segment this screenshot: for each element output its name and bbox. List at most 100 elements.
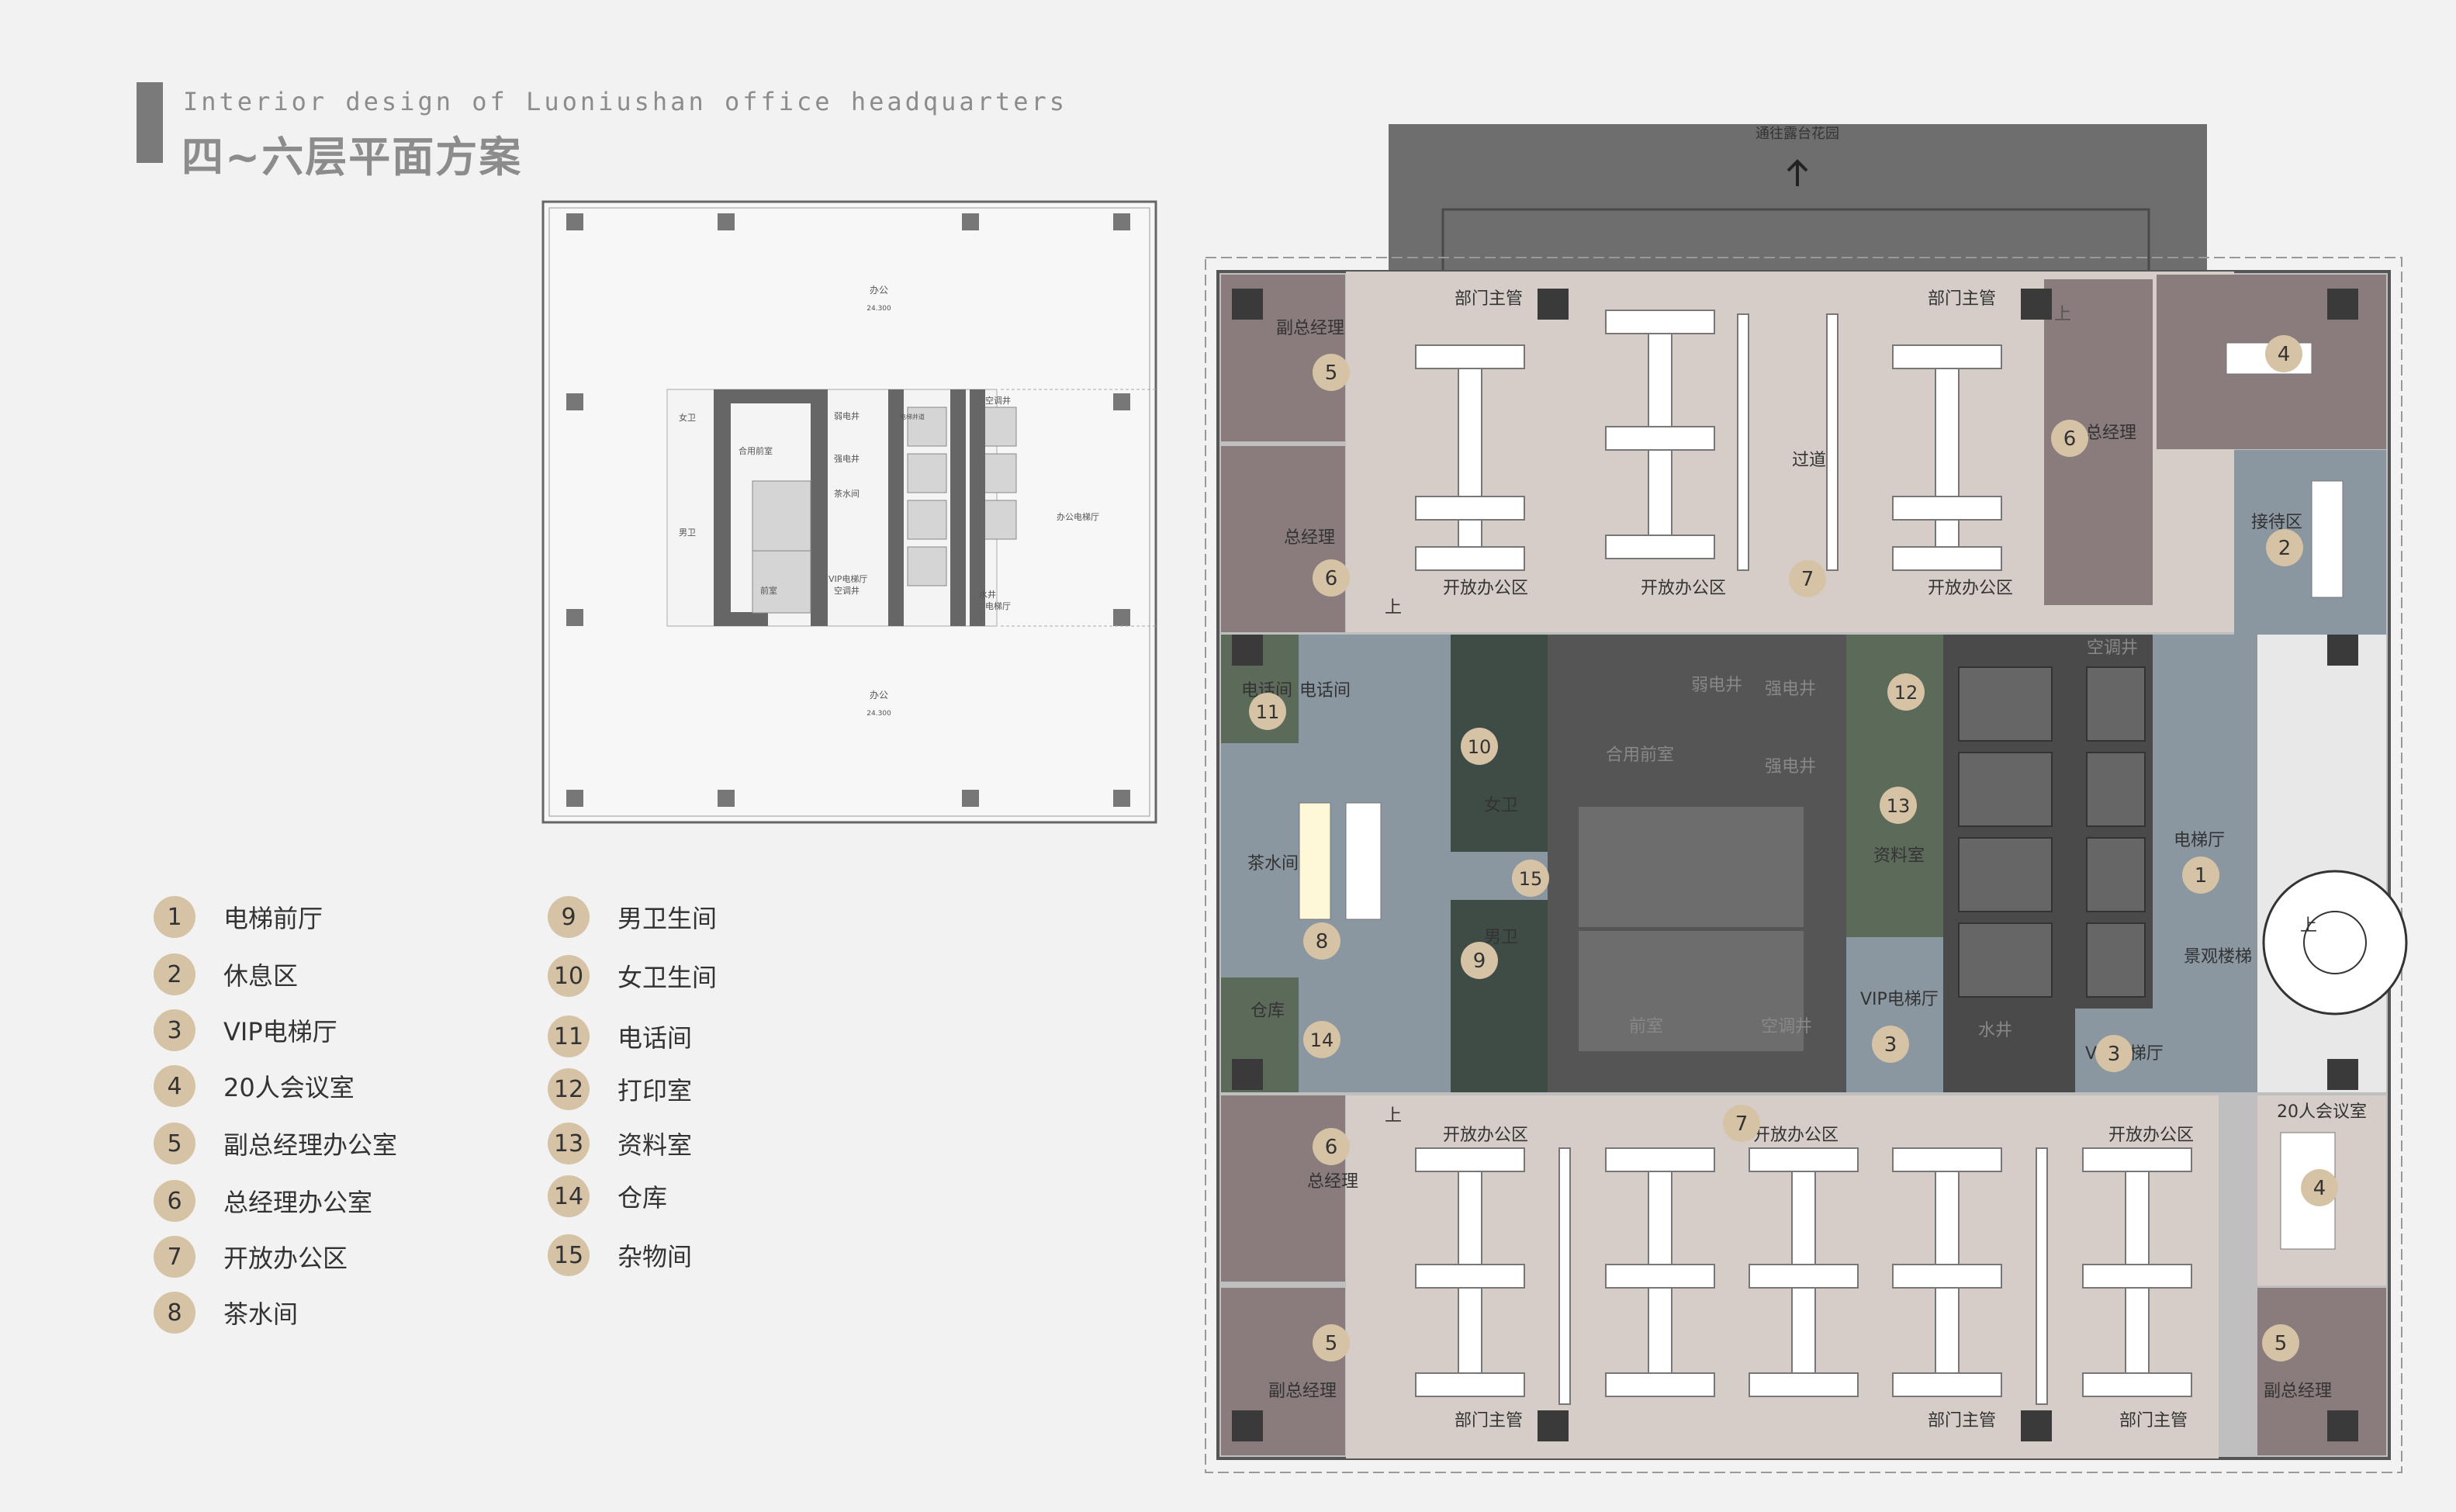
legend-item: 13 资料室 (548, 1120, 692, 1167)
label-ac-shaft-2: 空调井 (2087, 638, 2138, 658)
label-meeting-20: 20人会议室 (2277, 1102, 2367, 1122)
key-plan-room-shared-front: 合用前室 (739, 445, 773, 456)
key-plan-room-elevator-hall: 电梯厅 (985, 601, 1011, 611)
scenic-stair-void (2257, 635, 2386, 1092)
marker-5b: 5 (1313, 1324, 1350, 1361)
legend-item: 7 开放办公区 (154, 1233, 348, 1280)
stair-a (1579, 807, 1804, 927)
key-plan-room-weak-shaft: 弱电井 (834, 410, 860, 421)
marker-11: 11 (1249, 693, 1286, 730)
legend-number: 13 (548, 1123, 590, 1164)
label-women: 女卫 (1484, 796, 1518, 815)
label-dept-head-tl: 部门主管 (1455, 289, 1523, 309)
men-restroom (1451, 900, 1548, 1092)
marker-3b: 3 (2095, 1035, 2133, 1072)
label-records: 资料室 (1873, 846, 1925, 866)
svg-text:15: 15 (1519, 868, 1543, 890)
reception-sofa (2311, 480, 2344, 598)
svg-text:5: 5 (1325, 1332, 1338, 1355)
label-deputy-gm-br: 副总经理 (2264, 1382, 2332, 1401)
marker-8: 8 (1303, 922, 1340, 960)
marker-6c: 6 (1313, 1128, 1350, 1165)
legend-label: 副总经理办公室 (223, 1130, 398, 1160)
legend-number: 7 (154, 1236, 195, 1278)
legend-label: 开放办公区 (223, 1244, 348, 1273)
legend-number: 10 (548, 955, 590, 997)
label-deputy-gm-tl: 副总经理 (1276, 319, 1344, 338)
title-accent-bar (137, 82, 163, 163)
svg-text:1: 1 (2195, 864, 2208, 887)
legend-label: 仓库 (617, 1183, 668, 1213)
label-phone-b: 电话间 (1299, 681, 1351, 701)
marker-4a: 4 (2265, 335, 2302, 372)
label-strong-shaft: 强电井 (1765, 680, 1816, 699)
legend-number: 15 (548, 1234, 590, 1276)
svg-text:5: 5 (2274, 1332, 2288, 1355)
legend-label: 打印室 (617, 1076, 693, 1105)
legend-label: 男卫生间 (617, 904, 718, 933)
legend-item: 2 休息区 (154, 951, 298, 998)
key-plan-room-women: 女卫 (679, 412, 696, 423)
legend-number: 5 (154, 1123, 195, 1164)
gm-office-tl (1221, 446, 1345, 632)
svg-text:8: 8 (1316, 930, 1329, 953)
plan-markers: 1 2 3 3 4 4 5 5 5 6 6 6 7 7 8 9 10 11 12… (1249, 335, 2338, 1361)
label-dept-head-tr: 部门主管 (1928, 289, 1996, 309)
legend-item: 10 女卫生间 (548, 953, 717, 999)
legend-label: 休息区 (223, 961, 299, 991)
terrace-note: 通往露台花园 (1756, 126, 1839, 142)
svg-text:10: 10 (1468, 736, 1492, 758)
spiral-stair (2262, 870, 2408, 1015)
label-gm-tr: 总经理 (2085, 424, 2136, 443)
svg-text:13: 13 (1887, 795, 1911, 817)
facade-band (1205, 257, 2402, 1473)
marker-10: 10 (1461, 728, 1498, 765)
legend-label: 资料室 (617, 1130, 693, 1160)
label-up-c: 上 (2300, 916, 2317, 936)
marker-5a: 5 (1313, 354, 1350, 391)
label-up-a: 上 (1385, 598, 1402, 618)
floor-plan: 通往露台花园 (1205, 124, 2408, 1473)
marker-15: 15 (1512, 860, 1549, 897)
legend-label: 女卫生间 (617, 963, 718, 992)
label-up-d: 上 (2054, 305, 2071, 324)
label-dept-head-bl: 部门主管 (1455, 1411, 1523, 1431)
svg-text:14: 14 (1310, 1029, 1334, 1051)
marker-1: 1 (2182, 856, 2219, 894)
marker-9: 9 (1461, 942, 1498, 979)
legend-label: 茶水间 (223, 1299, 299, 1329)
label-water-shaft: 水井 (1978, 1021, 2012, 1040)
key-plan-label-top: 办公 (870, 284, 888, 296)
label-elevator-hall: 电梯厅 (2174, 831, 2225, 850)
svg-text:12: 12 (1894, 682, 1918, 704)
marker-7b: 7 (1723, 1105, 1760, 1142)
label-deputy-gm-bl: 副总经理 (1268, 1382, 1337, 1401)
legend-number: 1 (154, 896, 195, 938)
label-shared-front: 合用前室 (1606, 746, 1674, 765)
legend-label: 20人会议室 (223, 1073, 355, 1102)
tea-counter (1299, 802, 1331, 920)
key-plan-level-bottom: 24.300 (867, 710, 891, 718)
key-plan-room-office-hall: 办公电梯厅 (1057, 512, 1099, 522)
label-open-bl: 开放办公区 (1443, 1126, 1528, 1145)
key-plan-room-tea: 茶水间 (834, 489, 860, 499)
page-title: 四~六层平面方案 (182, 133, 523, 182)
key-plan-room-ac: 空调井 (834, 585, 860, 596)
label-men: 男卫 (1484, 928, 1518, 947)
key-plan-room-vip: VIP电梯厅 (828, 574, 867, 584)
marker-12: 12 (1887, 673, 1925, 711)
legend-number: 4 (154, 1065, 195, 1107)
key-plan-room-front: 前室 (760, 585, 777, 596)
legend-label: 电话间 (617, 1023, 693, 1053)
label-gm-tl: 总经理 (1284, 528, 1335, 548)
legend-number: 2 (154, 953, 195, 995)
key-plan: 办公 24.300 办公 24.300 女卫 男卫 合用前室 弱电井 强电井 茶… (541, 200, 1157, 824)
arrow-up-icon (1787, 159, 1808, 186)
vip-lobby-a (1846, 937, 1943, 1092)
